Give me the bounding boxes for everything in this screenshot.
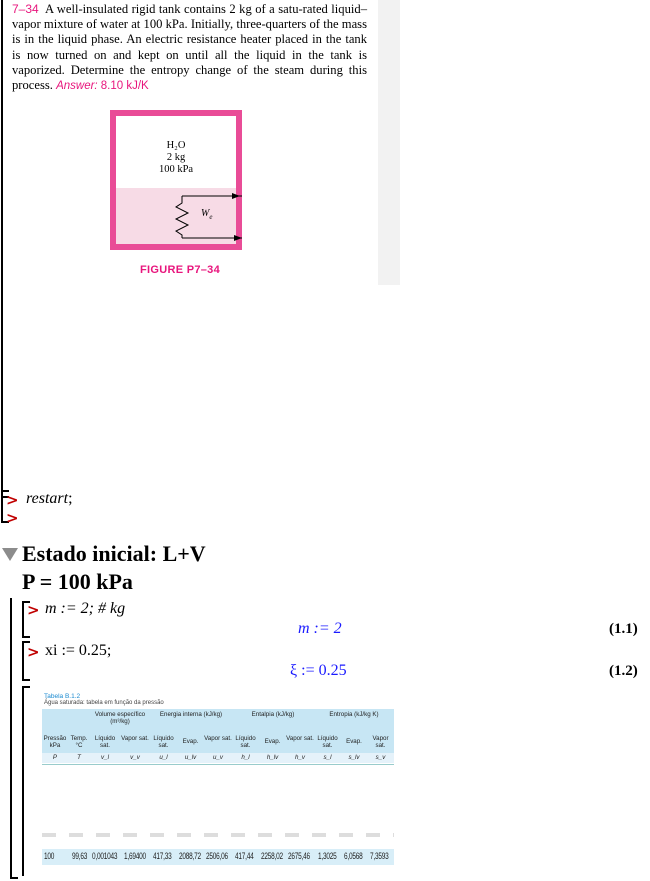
group-bracket-cmd2[interactable] (22, 641, 24, 680)
input-m[interactable]: m := 2; # kg (45, 600, 126, 617)
symbol-row: P T v_l v_v u_l u_lv u_v h_l h_lv h_v s_… (42, 753, 394, 763)
bracket-tick (1, 490, 9, 492)
tank-label-pressure: 100 kPa (158, 164, 194, 175)
cell: 417,33 (153, 851, 172, 861)
bracket-tick (22, 636, 30, 638)
group-bracket-end (1, 496, 9, 498)
symbol: u_v (213, 754, 223, 761)
cell: 0,001043 (92, 851, 118, 861)
symbol: P (52, 754, 58, 761)
symbol: h_v (295, 754, 305, 761)
group-bracket-restart[interactable] (1, 490, 3, 522)
col-header: Líquido sat. (153, 735, 174, 749)
bracket-tick (22, 641, 30, 643)
heater-diagram (174, 193, 242, 241)
bracket-tick (22, 679, 30, 681)
tank-label-mass: 2 kg (166, 152, 186, 163)
cell: 2675,46 (288, 851, 310, 861)
cell: 7,3593 (370, 851, 389, 861)
col-header: Vapor sat. (372, 735, 389, 749)
output-xi: ξ := 0.25 (290, 662, 347, 679)
bracket-tick (22, 601, 30, 603)
col-header: Temp. °C (70, 735, 88, 749)
symbol: v_l (101, 754, 109, 761)
problem-text: 7–34 A well-insulated rigid tank contain… (12, 2, 367, 94)
resistor-zigzag (174, 196, 190, 238)
group-header-energy: Energia interna (kJ/kg) (159, 711, 223, 718)
answer-value: 8.10 kJ/K (100, 80, 149, 93)
bracket-tick (10, 877, 18, 879)
equation-label-1-1: (1.1) (609, 621, 638, 637)
table-row: 100 99,63 0,001043 1,69400 417,33 2088,7… (42, 849, 394, 865)
cell: 2258,02 (261, 851, 283, 861)
prompt-symbol: > (27, 643, 40, 661)
cropped-row (42, 833, 394, 837)
problem-statement: A well-insulated rigid tank contains 2 k… (12, 2, 367, 93)
steam-table-image: Tabela B.1.2 Água saturada: tabela em fu… (42, 693, 394, 871)
section-subtitle: P = 100 kPa (22, 569, 133, 594)
table-title: Tabela B.1.2 (44, 693, 81, 700)
cell: 1,69400 (124, 851, 146, 861)
arrow-in (232, 193, 240, 199)
group-header-enthalpy: Entalpia (kJ/kg) (251, 711, 295, 718)
table-header: Volume específico (m³/kg) Energia intern… (42, 709, 394, 753)
problem-number: 7–34 (12, 2, 39, 16)
arrow-out (234, 235, 242, 241)
problem-image: 7–34 A well-insulated rigid tank contain… (6, 0, 400, 285)
image-side-strip (378, 0, 400, 285)
col-header: Evap. (182, 738, 199, 745)
col-header: Líquido sat. (94, 735, 116, 749)
symbol: s_lv (348, 754, 360, 761)
symbol: h_lv (266, 754, 279, 761)
symbol: v_v (130, 754, 140, 761)
col-header: Pressão kPa (43, 735, 67, 749)
input-xi[interactable]: xi := 0.25; (45, 642, 112, 659)
col-header: Líquido sat. (235, 735, 256, 749)
divider (42, 764, 394, 765)
section-bracket[interactable] (10, 598, 12, 878)
col-header: Vapor sat. (204, 735, 232, 742)
cell: 100 (44, 851, 55, 861)
we-label: We (201, 208, 213, 221)
group-header-volume: Volume específico (m³/kg) (94, 711, 146, 725)
group-bracket-table[interactable] (22, 686, 24, 876)
col-header: Evap. (264, 738, 281, 745)
col-header: Líquido sat. (317, 735, 338, 749)
bracket-tick (1, 521, 9, 523)
symbol: h_l (241, 754, 250, 761)
group-bracket-top[interactable] (1, 0, 3, 498)
col-header: Vapor sat. (286, 735, 314, 742)
group-bracket-cmd1[interactable] (22, 601, 24, 637)
tank-interior: H₂O 2 kg 100 kPa (116, 116, 236, 244)
cell: 99,63 (72, 851, 88, 861)
prompt-symbol: > (6, 491, 19, 509)
table-subtitle: Água saturada: tabela em função da press… (44, 700, 164, 706)
symbol: s_v (375, 754, 386, 761)
tank-label-substance: H₂O (166, 140, 186, 151)
cell: 2088,72 (179, 851, 201, 861)
bracket-tick (22, 686, 30, 688)
group-header-entropy: Entropia (kJ/kg K) (329, 711, 379, 718)
equation-label-1-2: (1.2) (609, 663, 638, 679)
symbol: u_l (159, 754, 168, 761)
cell: 2506,06 (206, 851, 228, 861)
symbol: s_l (323, 754, 332, 761)
answer-label: Answer: (56, 80, 98, 93)
section-collapse-icon[interactable] (2, 548, 18, 561)
cell: 417,44 (235, 851, 254, 861)
symbol: T (77, 754, 81, 761)
col-header: Evap. (346, 738, 362, 745)
cell: 6,0568 (344, 851, 363, 861)
cell: 1,3025 (318, 851, 337, 861)
section-title: Estado inicial: L+V (22, 541, 206, 566)
output-m: m := 2 (298, 620, 342, 637)
col-header: Vapor sat. (121, 735, 149, 742)
prompt-symbol: > (27, 601, 40, 619)
empty-prompt[interactable]: > (6, 509, 19, 527)
restart-command[interactable]: restart; (26, 490, 73, 507)
symbol: u_lv (184, 754, 197, 761)
tank-liquid (116, 188, 236, 244)
figure-caption: FIGURE P7–34 (140, 264, 221, 276)
